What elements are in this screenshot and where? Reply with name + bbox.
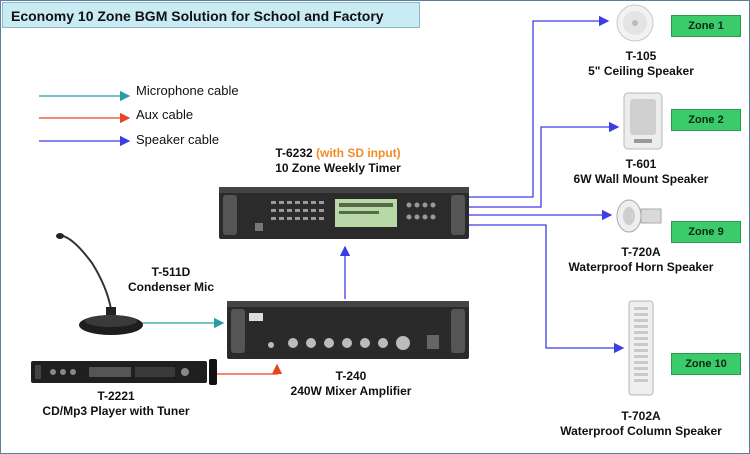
player-name: CD/Mp3 Player with Tuner — [42, 404, 190, 418]
timer-name: 10 Zone Weekly Timer — [275, 161, 401, 175]
legend-speaker-label: Speaker cable — [136, 132, 220, 147]
amp-name: 240W Mixer Amplifier — [290, 384, 412, 398]
speaker-1-label: T-105 5" Ceiling Speaker — [566, 49, 716, 79]
speaker-2-name: 6W Wall Mount Speaker — [573, 172, 709, 186]
mic-name: Condenser Mic — [127, 280, 214, 294]
timer-label: T-6232 (with SD input) 10 Zone Weekly Ti… — [253, 146, 423, 176]
speaker-1-name: 5" Ceiling Speaker — [588, 64, 694, 78]
wall-speaker-image — [623, 92, 663, 150]
zone-10-badge: Zone 10 — [671, 353, 741, 375]
horn-speaker-image — [616, 199, 662, 233]
speaker-10-model: T-702A — [621, 409, 661, 423]
speaker-10-name: Waterproof Column Speaker — [560, 424, 722, 438]
timer-to-zone1-cable — [467, 15, 610, 198]
mic-label: T-511D Condenser Mic — [111, 265, 231, 295]
speaker-2-model: T-601 — [625, 157, 657, 171]
column-speaker-image — [628, 300, 654, 396]
speaker-2-label: T-601 6W Wall Mount Speaker — [566, 157, 716, 187]
speaker-10-label: T-702A Waterproof Column Speaker — [556, 409, 726, 439]
ceiling-speaker-image — [616, 4, 654, 42]
timer-to-zone2-cable — [467, 121, 620, 208]
player-model: T-2221 — [97, 389, 135, 403]
speaker-9-name: Waterproof Horn Speaker — [568, 260, 714, 274]
legend-microphone-label: Microphone cable — [136, 83, 239, 98]
zone-9-badge: Zone 9 — [671, 221, 741, 243]
speaker-1-model: T-105 — [625, 49, 657, 63]
timer-note: (with SD input) — [316, 146, 401, 160]
amp-model: T-240 — [335, 369, 367, 383]
timer-model: T-6232 — [275, 146, 313, 160]
weekly-timer-device — [219, 187, 469, 239]
timer-to-zone10-cable — [467, 224, 625, 354]
mixer-amplifier-device — [227, 301, 469, 359]
zone-1-badge: Zone 1 — [671, 15, 741, 37]
legend-aux-label: Aux cable — [136, 107, 194, 122]
player-to-amp-cable — [215, 363, 283, 375]
cd-player-device — [31, 359, 217, 385]
player-label: T-2221 CD/Mp3 Player with Tuner — [21, 389, 211, 419]
mic-model: T-511D — [151, 265, 191, 279]
zone-2-badge: Zone 2 — [671, 109, 741, 131]
amp-label: T-240 240W Mixer Amplifier — [271, 369, 431, 399]
speaker-9-model: T-720A — [621, 245, 661, 259]
diagram-title: Economy 10 Zone BGM Solution for School … — [2, 2, 420, 28]
speaker-9-label: T-720A Waterproof Horn Speaker — [561, 245, 721, 275]
condenser-mic-device — [56, 233, 143, 335]
